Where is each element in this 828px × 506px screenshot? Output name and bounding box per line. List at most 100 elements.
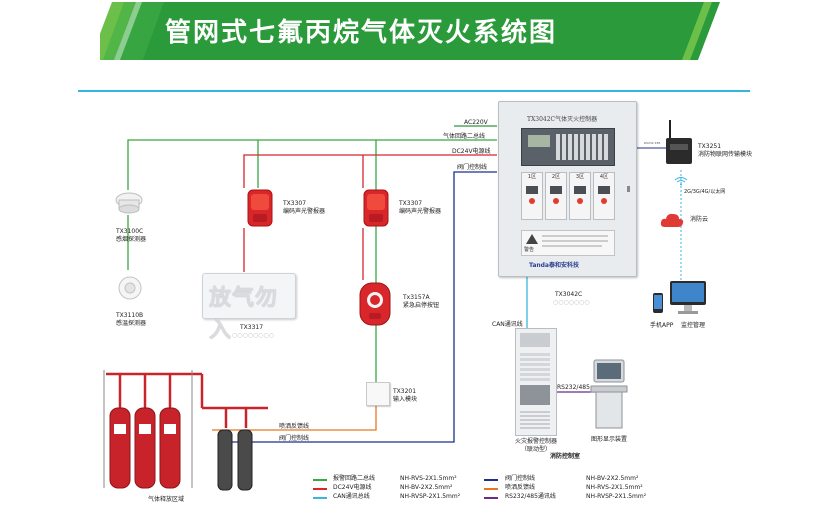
panel-caption-dots: ○○○○○○○ (553, 299, 590, 306)
zone-module: 4区 (593, 172, 615, 220)
title-banner (100, 2, 720, 60)
ac-label: AC220V (464, 119, 488, 126)
legend-swatch (484, 497, 498, 499)
phone-icon (653, 293, 663, 313)
warning-text: 警告 (524, 247, 535, 253)
smoke-name: 感烟探测器 (116, 235, 147, 243)
legend-cable: NH-RVS-2X1.5mm² (400, 475, 457, 482)
banner-stripes (102, 2, 164, 60)
gas-cylinder-rack (103, 370, 268, 491)
legend-swatch (313, 488, 327, 490)
cloud-label: 消防云 (690, 216, 709, 223)
input-model: TX3201 (393, 388, 417, 395)
sign-text: 放气勿入 (209, 286, 279, 343)
control-room-label: 消防控制室 (550, 453, 581, 460)
legend-name: RS232/485通讯线 (505, 493, 556, 500)
banner-body (120, 2, 720, 60)
alarm1-label: TX3307 编码声光警报器 (283, 200, 325, 215)
gateway-model: TX3251 (698, 143, 722, 150)
legend-swatch (313, 497, 327, 499)
zone-label: 1区 (527, 174, 537, 180)
legend-name: 阀门控制线 (505, 475, 536, 482)
legend-swatch (484, 479, 498, 481)
alarm2-name: 编码声光警报器 (399, 207, 442, 215)
gas-extinguishing-controller: TX3042C气体灭火控制器 1区 2区 3区 4区 警告 (498, 101, 637, 277)
fire-cab-label: 火灾报警控制器 （联动型） (498, 438, 574, 453)
zone-label: 4区 (599, 174, 609, 180)
panel-name: TX3042C气体灭火控制器 (527, 116, 598, 123)
can-label: CAN通讯线 (492, 321, 523, 328)
divider-line (78, 90, 750, 92)
input-label: TX3201 输入模块 (393, 388, 417, 403)
alarm2-label: TX3307 编码声光警报器 (399, 200, 441, 215)
heat-name: 感温探测器 (116, 319, 147, 327)
gateway-name: 消防物联网传输模块 (698, 150, 753, 158)
alarm-beacon-icon (363, 189, 389, 227)
fire-cab-line2: （联动型） (520, 445, 551, 453)
legend-cable: NH-RVS-2X1.5mm² (586, 484, 643, 491)
legend-swatch (313, 479, 327, 481)
panel-key (627, 186, 630, 192)
rs-label: RS232/485 (557, 384, 590, 391)
app-label: 手机APP (650, 322, 674, 329)
dc24-label: DC24V电源线 (452, 148, 491, 155)
warning-icon (526, 234, 538, 244)
valve-label: 阀门控制线 (457, 164, 488, 171)
gas-release-sign: 放气勿入 (202, 273, 296, 343)
button-model: Tx3157A (403, 294, 430, 301)
legend-swatch (484, 488, 498, 490)
heat-detector-label: TX3110B 感温探测器 (116, 312, 146, 327)
sign-dots: ○○○○○○○○ (232, 332, 274, 339)
warning-plate: 警告 (521, 230, 615, 256)
button-label: Tx3157A 紧急启停按钮 (403, 294, 439, 309)
rack-frame (103, 370, 193, 488)
gateway-label: TX3251 消防物联网传输模块 (698, 143, 752, 158)
legend-name: 报警回路二总线 (333, 475, 376, 482)
page-title: 管网式七氟丙烷气体灭火系统图 (165, 18, 558, 48)
cloud-icon (660, 213, 684, 227)
smoke-detector-label: TX3100C 感烟探测器 (116, 228, 146, 243)
panel-screen (521, 128, 615, 166)
graphic-display-icon (590, 359, 628, 429)
alarm1-name: 编码声光警报器 (283, 207, 326, 215)
zone-module: 1区 (521, 172, 543, 220)
valve2-label: 阀门控制线 (279, 435, 310, 442)
gas-bus-label: 气体回路二总线 (443, 133, 486, 140)
fire-alarm-controller-cabinet (515, 328, 557, 436)
banner-right-accent (682, 2, 712, 60)
zone-label: 3区 (575, 174, 585, 180)
panel-caption: TX3042C (555, 291, 583, 298)
zone-module: 2区 (545, 172, 567, 220)
valve-line (228, 171, 497, 443)
legend-name: 喷洒反馈线 (505, 484, 536, 491)
sign-model: TX3317 (240, 324, 264, 331)
legend-cable: NH-RVSP-2X1.5mm² (400, 493, 461, 500)
heat-detector-icon (118, 276, 142, 300)
rack-pipes (106, 372, 268, 428)
network-label: 2G/3G/4G/以太网 (684, 189, 726, 195)
release-zone-label: 气体释放区域 (148, 496, 185, 503)
alarm2-model: TX3307 (399, 200, 423, 207)
gas-bus-line (127, 139, 497, 190)
alarm-beacon-icon (247, 189, 273, 227)
feedback-label: 喷洒反馈线 (279, 423, 310, 430)
gateway-icon (666, 120, 692, 164)
feedback-line (212, 404, 377, 431)
computer-icon (670, 281, 706, 314)
fire-cab-line1: 火灾报警控制器 (514, 438, 557, 445)
gateway-port-label: RS232 485 (644, 141, 661, 145)
smoke-model: TX3100C (116, 228, 144, 235)
red-cylinders (109, 407, 181, 489)
dc24-line (243, 154, 497, 188)
monitor-label: 监控管理 (681, 322, 706, 329)
input-name: 输入模块 (393, 395, 418, 403)
heat-model: TX3110B (116, 312, 144, 319)
zone-module: 3区 (569, 172, 591, 220)
legend-cable: NH-BV-2X2.5mm² (400, 484, 453, 491)
legend-name: CAN通讯总线 (333, 493, 370, 500)
emergency-button-icon (359, 282, 391, 326)
legend-name: DC24V电源线 (333, 484, 372, 491)
zone-label: 2区 (551, 174, 561, 180)
button-name: 紧急启停按钮 (403, 301, 440, 309)
